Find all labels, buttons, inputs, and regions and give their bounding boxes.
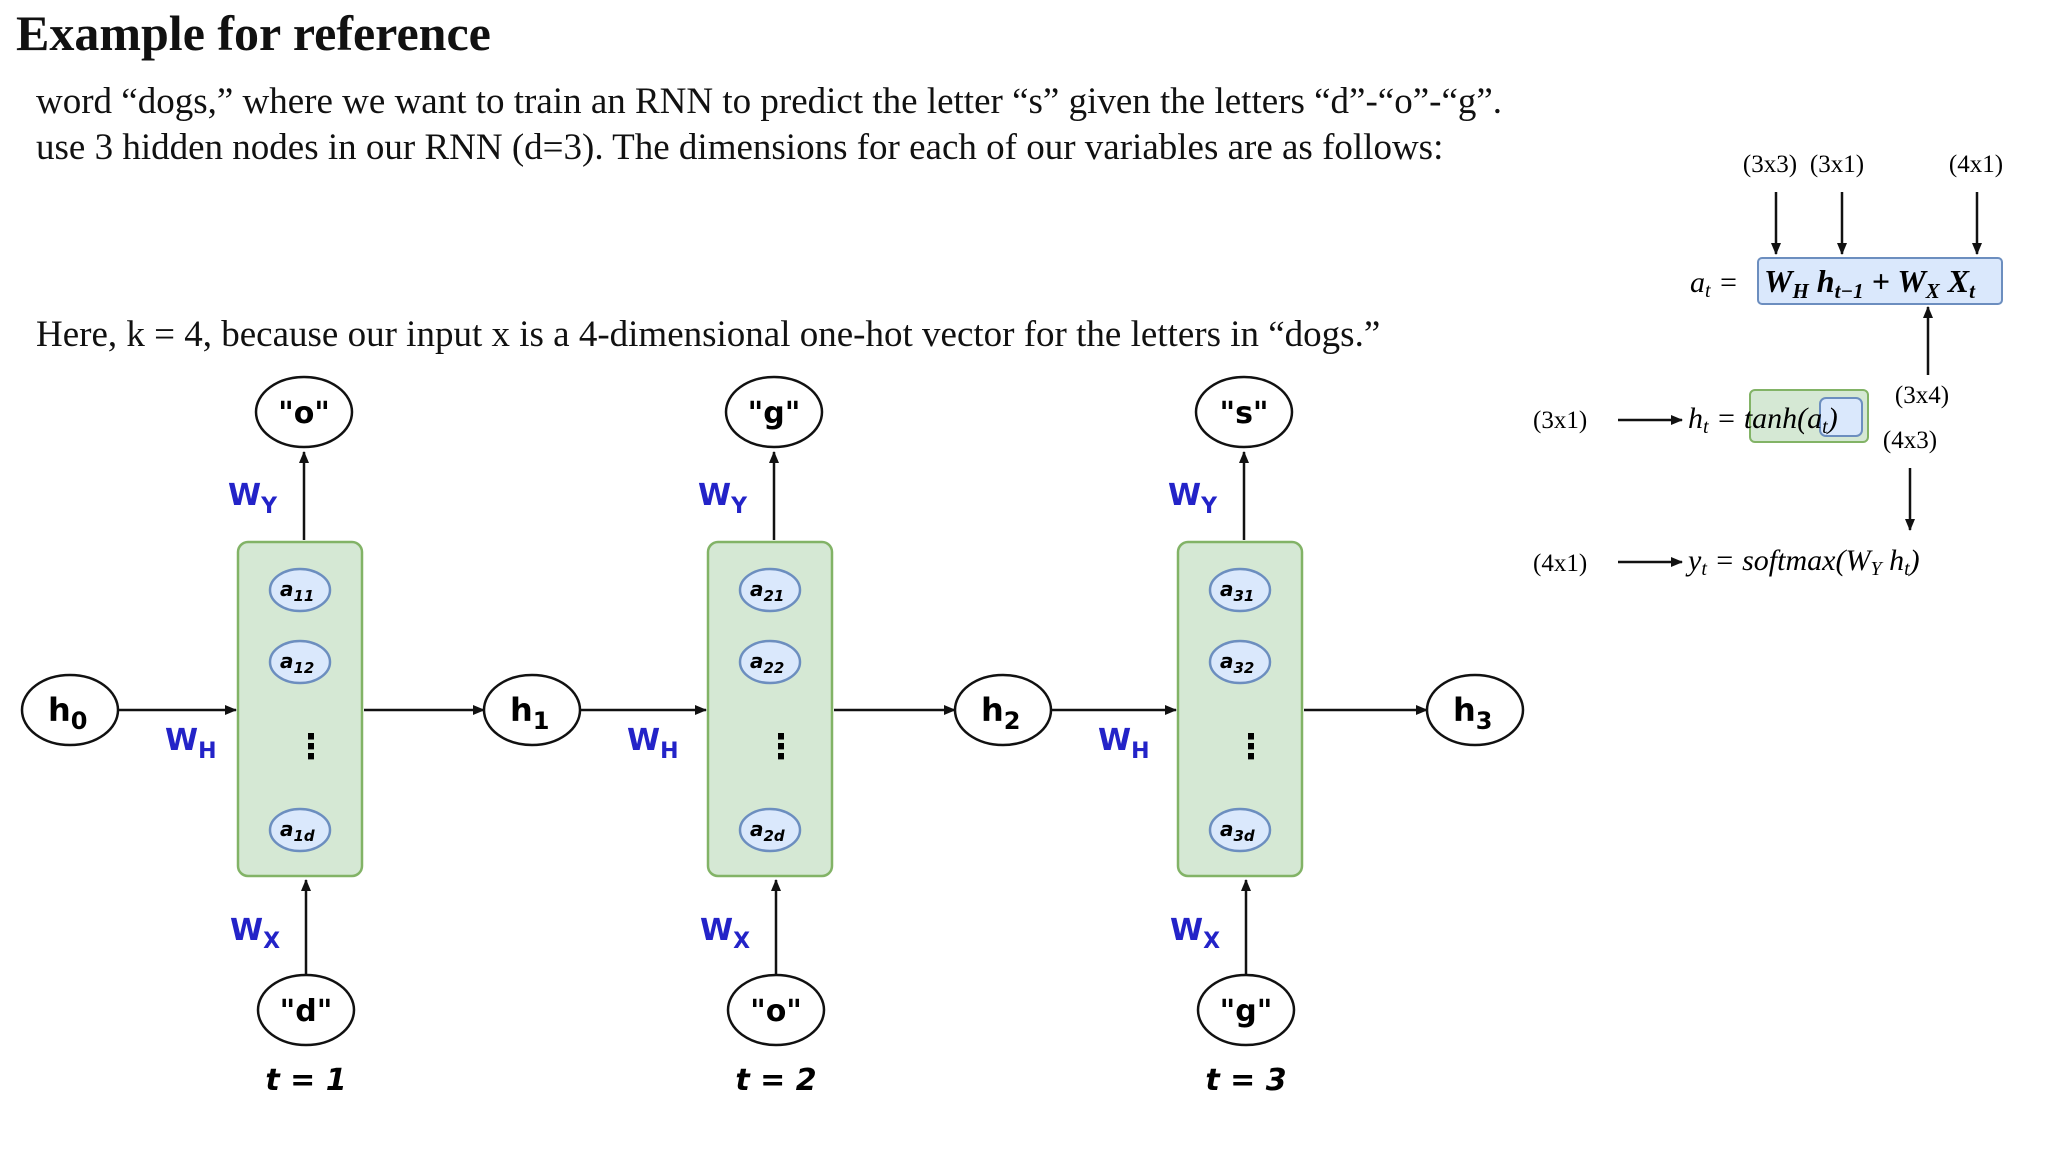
dim-wh: (3x3)	[1743, 151, 1797, 178]
hidden-unit-a31	[1208, 567, 1272, 613]
hidden-unit-label-a12: a12	[280, 649, 314, 677]
time-label-3: t = 3	[1205, 1063, 1286, 1098]
dim-y: (4x1)	[1533, 550, 1587, 577]
weight-h-label-3: WH	[1098, 723, 1150, 764]
rnn-unrolled: WH WH WH h0 h1 h2 h3 a11 a12 ⋮ a1d WY "o" WX "d" t = 1 a…	[20, 375, 1525, 1098]
hidden-unit-a2d	[738, 807, 802, 853]
hidden-unit-label-a11: a11	[280, 577, 314, 605]
output-label-1: "o"	[278, 396, 330, 431]
unit-ellipsis-3: ⋮	[1234, 727, 1268, 767]
eq-a-box	[1757, 257, 2003, 305]
output-node-1	[254, 375, 354, 449]
weight-y-label-3: WY	[1168, 478, 1218, 519]
weight-y-label-2: WY	[698, 478, 748, 519]
hidden-unit-label-a31: a31	[1220, 577, 1254, 605]
dim-x: (4x1)	[1949, 151, 2003, 178]
hidden-unit-label-a2d: a2d	[750, 817, 785, 845]
input-node-1	[256, 973, 356, 1047]
hidden-unit-a11	[268, 567, 332, 613]
unit-ellipsis-2: ⋮	[764, 727, 798, 767]
input-node-2	[726, 973, 826, 1047]
input-label-1: "d"	[280, 994, 333, 1029]
weight-h-label-2: WH	[627, 723, 679, 764]
hidden-unit-label-a3d: a3d	[1220, 817, 1255, 845]
eq-h-inner-box	[1819, 397, 1863, 437]
hidden-state-label-1: h1	[510, 691, 549, 735]
dim-h: (3x1)	[1533, 407, 1587, 434]
output-node-2	[724, 375, 824, 449]
intro-line-1: word “dogs,” where we want to train an R…	[36, 81, 1503, 122]
rnn-cell-2	[706, 540, 834, 878]
rnn-cell-3	[1176, 540, 1304, 878]
hidden-unit-label-a22: a22	[750, 649, 784, 677]
intro-line-3: Here, k = 4, because our input x is a 4-…	[36, 314, 1381, 355]
dim-h-prev: (3x1)	[1810, 151, 1864, 178]
hidden-unit-a22	[738, 639, 802, 685]
page-title: Example for reference	[16, 5, 491, 61]
hidden-unit-a32	[1208, 639, 1272, 685]
time-label-2: t = 2	[735, 1063, 816, 1098]
hidden-unit-a12	[268, 639, 332, 685]
input-label-2: "o"	[750, 994, 802, 1029]
unit-ellipsis-1: ⋮	[294, 727, 328, 767]
eq-a-rhs: WH ht−1 + WX Xt	[1764, 263, 1976, 303]
time-label-1: t = 1	[265, 1063, 346, 1098]
equation-block: (3x3) (3x1) (4x1) at = WH ht−1 + WX Xt (…	[1533, 151, 2003, 580]
hidden-unit-label-a21: a21	[750, 577, 784, 605]
weight-y-label-1: WY	[228, 478, 278, 519]
weight-h-label-1: WH	[165, 723, 217, 764]
dim-wx: (3x4)	[1895, 382, 1949, 409]
dim-wy: (4x3)	[1883, 427, 1937, 454]
weight-x-label-3: WX	[1170, 913, 1220, 954]
output-label-3: "s"	[1219, 396, 1268, 431]
eq-h: ht = tanh(at)	[1688, 402, 1838, 438]
hidden-unit-label-a32: a32	[1220, 649, 1254, 677]
rnn-cell-1	[236, 540, 364, 878]
output-label-2: "g"	[748, 396, 801, 431]
hidden-state-label-3: h3	[1453, 691, 1492, 735]
hidden-state-2	[953, 673, 1053, 747]
hidden-state-3	[1425, 673, 1525, 747]
input-node-3	[1196, 973, 1296, 1047]
intro-line-2: use 3 hidden nodes in our RNN (d=3). The…	[36, 127, 1444, 168]
hidden-unit-a3d	[1208, 807, 1272, 853]
eq-a-lhs: at =	[1690, 266, 1738, 302]
weight-x-label-1: WX	[230, 913, 280, 954]
hidden-state-label-0: h0	[48, 691, 87, 735]
hidden-unit-label-a1d: a1d	[280, 817, 315, 845]
output-node-3	[1194, 375, 1294, 449]
hidden-unit-a1d	[268, 807, 332, 853]
eq-y: yt = softmax(WY ht)	[1685, 544, 1920, 580]
weight-x-label-2: WX	[700, 913, 750, 954]
input-label-3: "g"	[1220, 994, 1273, 1029]
hidden-state-label-2: h2	[981, 691, 1020, 735]
hidden-state-0	[20, 673, 120, 747]
hidden-unit-a21	[738, 567, 802, 613]
hidden-state-1	[482, 673, 582, 747]
